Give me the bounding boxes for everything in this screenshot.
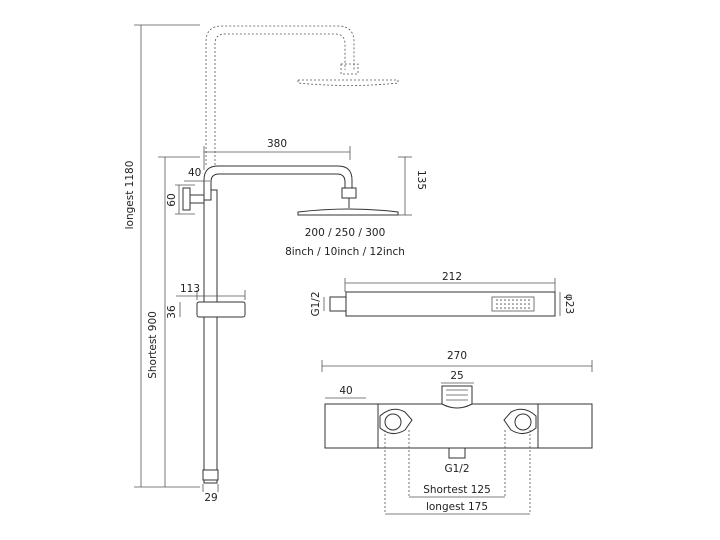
sliding-holder: 113 36 [166,283,246,319]
valve-top-label: 25 [450,370,463,382]
extended-arm-dashed [205,25,399,165]
arm-width-dimension: 380 [203,138,351,170]
shower-riser [202,165,399,484]
hand-thread-label: G1/2 [310,291,322,316]
valve-shortest-label: Shortest 125 [423,484,491,496]
valve-width-label: 270 [447,350,467,362]
slider-width-label: 113 [180,283,200,295]
longest-height-label: longest 1180 [124,161,136,230]
valve-inlet-dimensions: Shortest 125 longest 175 [384,430,531,515]
thermostatic-valve: G1/2 [324,385,593,475]
head-sizes-mm: 200 / 250 / 300 [305,227,386,239]
valve-left-dimension: 40 [325,385,366,399]
hand-diameter-label: φ23 [563,294,575,314]
valve-width-dimension: 270 [321,350,593,372]
head-drop-label: 135 [415,170,427,190]
valve-top-dimension: 25 [441,370,474,384]
head-drop-dimension: 135 [398,156,427,216]
rail-bottom-dimension: 29 [202,484,219,504]
shortest-height-dimension: Shortest 900 [147,156,200,487]
hand-shower: 212 G1/2 φ23 [310,271,575,317]
rail-bottom-label: 29 [204,492,217,504]
longest-height-dimension: longest 1180 [124,24,200,488]
valve-left-label: 40 [339,385,352,397]
cold-handle [503,408,537,434]
hot-handle [379,408,413,434]
arm-offset-label: 40 [188,167,201,179]
hand-shower-nozzles [496,299,530,309]
shortest-height-label: Shortest 900 [147,311,159,379]
valve-thread-label: G1/2 [444,463,469,475]
arm-width-label: 380 [267,138,287,150]
valve-longest-label: longest 175 [426,501,488,513]
slider-height-label: 36 [166,305,178,319]
wall-bracket: 60 [166,184,205,215]
head-sizes-inch: 8inch / 10inch / 12inch [285,246,405,258]
arm-offset-dimension: 40 [184,167,210,182]
hand-length-label: 212 [442,271,462,283]
bracket-label: 60 [166,193,178,206]
